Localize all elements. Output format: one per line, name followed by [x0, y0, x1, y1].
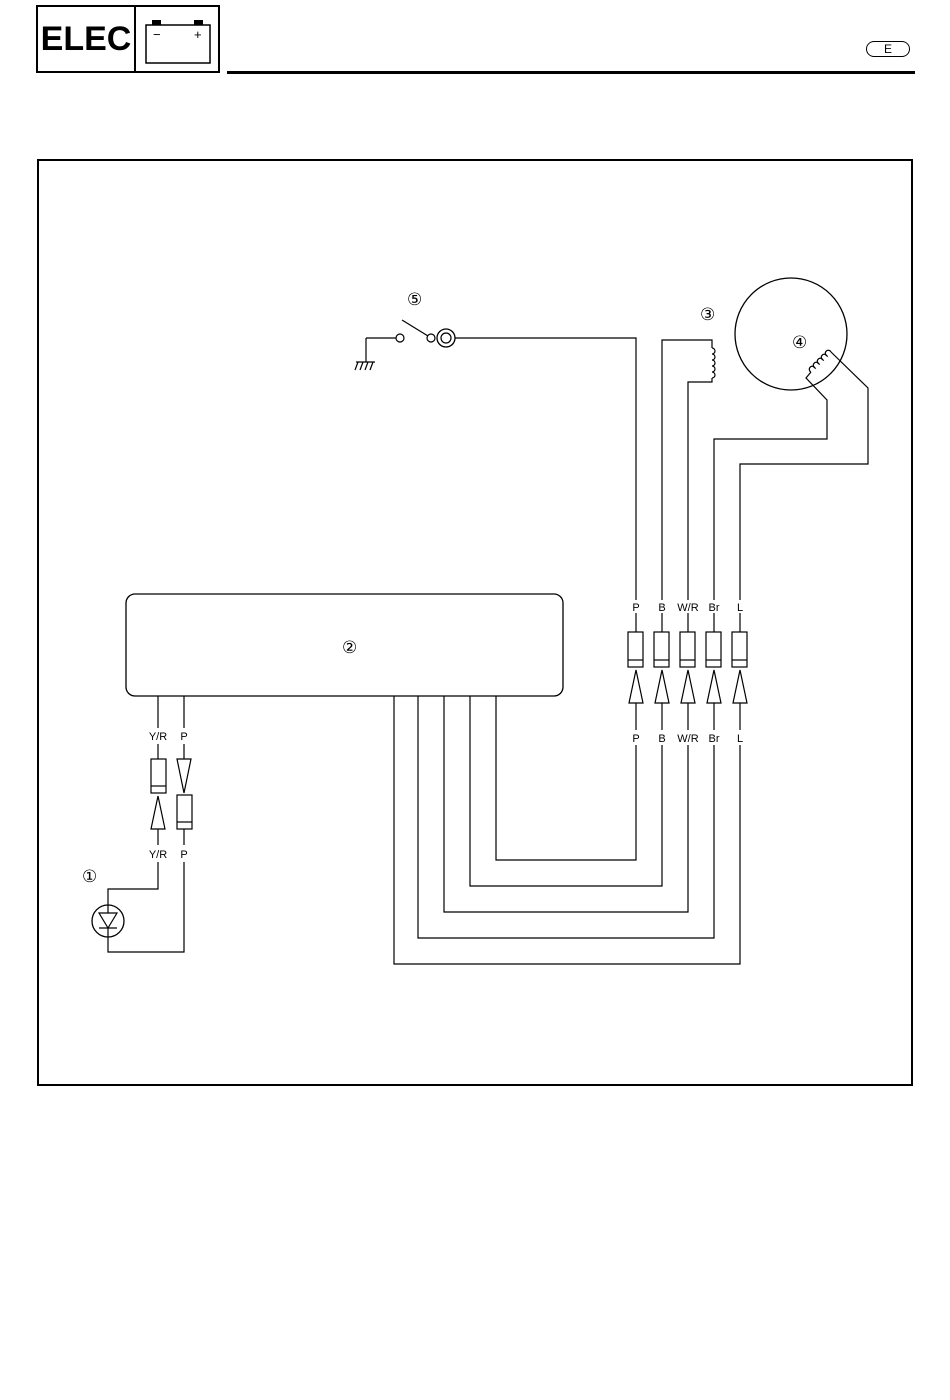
indicator-light-symbol: ①	[82, 862, 184, 952]
upper-label-p: P	[632, 602, 639, 614]
wire-b-lower	[470, 696, 662, 886]
lower-label-wr: W/R	[677, 733, 698, 745]
callout-coil-4: ④	[792, 333, 807, 352]
coil-4-symbol: ④	[714, 278, 868, 600]
wire-wr-lower	[444, 696, 688, 912]
control-unit: ②	[126, 594, 563, 696]
connector-b	[654, 613, 669, 730]
left-top-label-yr: Y/R	[149, 731, 167, 743]
left-bottom-label-p: P	[180, 849, 187, 861]
upper-label-l: L	[737, 602, 743, 614]
upper-connector-labels: P B W/R Br L	[632, 602, 743, 614]
upper-label-br: Br	[709, 602, 720, 614]
connector-wr	[680, 613, 695, 730]
upper-label-b: B	[658, 602, 665, 614]
lower-connector-labels: P B W/R Br L	[632, 733, 743, 745]
left-connector-pair: Y/R P Y/R P	[149, 696, 192, 861]
switch-symbol: ⑤	[355, 290, 455, 370]
lower-label-p: P	[632, 733, 639, 745]
wire-br-lower	[418, 696, 714, 938]
left-bottom-label-yr: Y/R	[149, 849, 167, 861]
upper-label-wr: W/R	[677, 602, 698, 614]
lower-label-b: B	[658, 733, 665, 745]
callout-switch: ⑤	[407, 290, 422, 309]
connector-l	[732, 613, 747, 730]
connector-p	[628, 613, 643, 730]
wire-p-upper	[455, 338, 636, 600]
callout-control-unit: ②	[342, 638, 357, 657]
callout-coil-3: ③	[700, 305, 715, 324]
lower-label-l: L	[737, 733, 743, 745]
right-connector-bank	[628, 613, 747, 730]
coil-3-symbol: ③	[662, 305, 715, 600]
wire-p-lower	[496, 696, 636, 860]
connector-br	[706, 613, 721, 730]
lower-label-br: Br	[709, 733, 720, 745]
left-top-label-p: P	[180, 731, 187, 743]
callout-indicator-light: ①	[82, 867, 97, 886]
